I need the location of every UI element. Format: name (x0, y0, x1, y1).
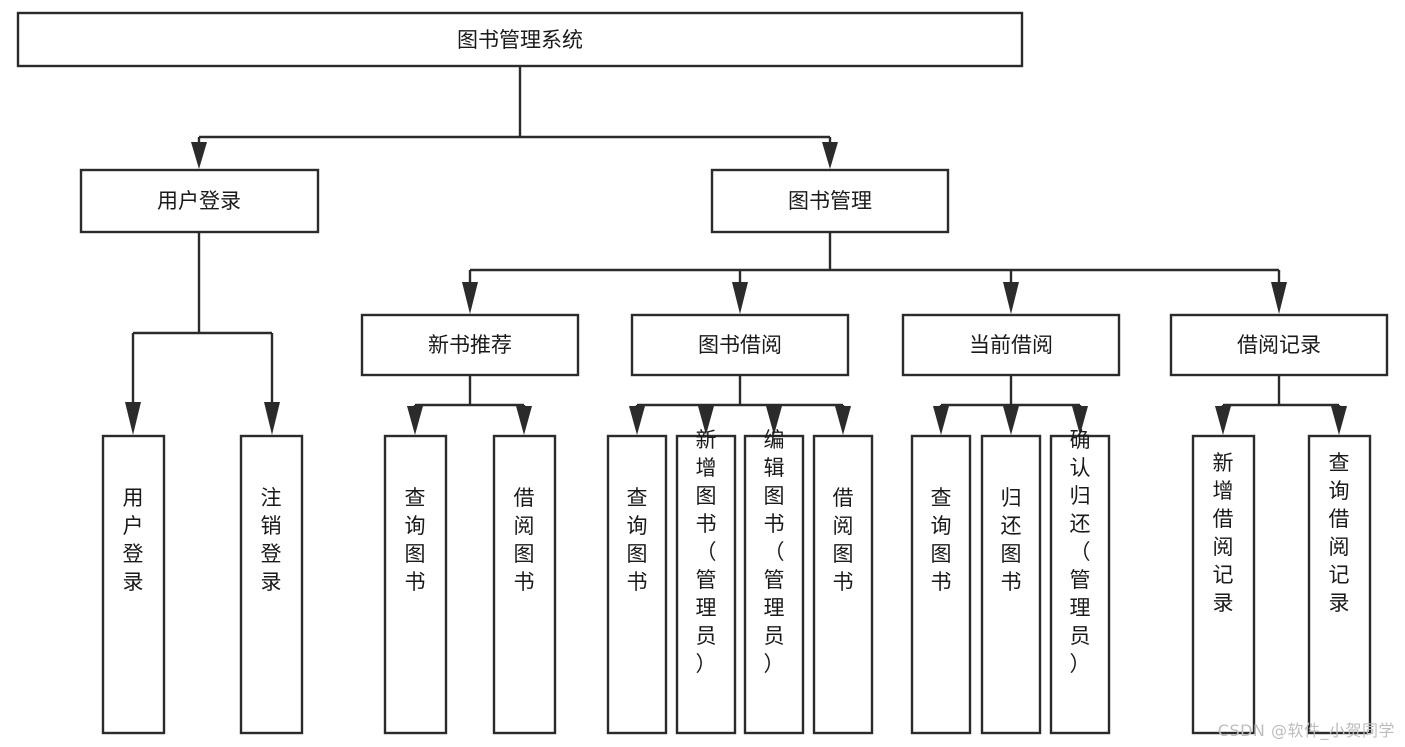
node-new-book-recommend-box[interactable] (360, 313, 580, 377)
node-book-borrow-label: 图书借阅 (698, 333, 782, 357)
leaf-borrow-record-0-box[interactable] (1191, 434, 1256, 735)
leaf-book-borrow-0-label: 查询图书 (627, 486, 648, 594)
arrow-borrow-record-leaf-0 (1215, 406, 1231, 435)
node-current-borrow-box[interactable] (901, 313, 1121, 377)
leaf-user-login-0-box[interactable] (101, 434, 166, 735)
leaf-book-borrow-3-label: 借阅图书 (833, 486, 854, 594)
node-borrow-record-box[interactable] (1169, 313, 1389, 377)
leaf-new-book-1[interactable]: 借阅图书 (492, 434, 557, 735)
leaf-book-borrow-2[interactable]: 编辑图书（管理员） (743, 428, 805, 735)
arrow-book-manage-child-2 (1003, 282, 1019, 314)
arrow-book-borrow-leaf-3 (835, 406, 851, 435)
leaf-new-book-0[interactable]: 查询图书 (383, 434, 448, 735)
leaf-user-login-1-label: 注销登录 (261, 486, 282, 594)
leaf-user-login-1[interactable]: 注销登录 (239, 434, 304, 735)
node-user-login[interactable]: 用户登录 (79, 168, 320, 234)
leaf-current-borrow-1[interactable]: 归还图书 (980, 434, 1042, 735)
node-current-borrow-label: 当前借阅 (969, 333, 1053, 357)
leaf-borrow-record-1[interactable]: 查询借阅记录 (1307, 434, 1372, 735)
arrow-current-borrow-leaf-1 (1003, 406, 1019, 435)
leaf-current-borrow-1-box[interactable] (980, 434, 1042, 735)
arrow-book-borrow-leaf-2 (766, 406, 782, 435)
leaf-book-borrow-0[interactable]: 查询图书 (606, 434, 668, 735)
leaf-user-login-0-label: 用户登录 (123, 486, 144, 594)
node-book-borrow-box[interactable] (630, 313, 850, 377)
arrow-book-manage-child-3 (1271, 282, 1287, 314)
arrow-root-to-user-login (191, 142, 207, 169)
arrow-book-manage-child-0 (462, 282, 478, 314)
leaf-current-borrow-2[interactable]: 确认归还（管理员） (1049, 428, 1111, 735)
arrow-borrow-record-leaf-1 (1331, 406, 1347, 435)
arrow-book-manage-child-1 (732, 282, 748, 314)
leaf-book-borrow-1[interactable]: 新增图书（管理员） (675, 428, 737, 735)
node-root-label: 图书管理系统 (457, 28, 583, 52)
node-user-login-label: 用户登录 (157, 189, 241, 213)
node-borrow-record[interactable]: 借阅记录 (1169, 313, 1389, 377)
leaf-new-book-0-label: 查询图书 (405, 486, 426, 594)
node-book-manage-box[interactable] (710, 168, 950, 234)
node-borrow-record-label: 借阅记录 (1237, 333, 1321, 357)
leaf-book-borrow-1-label: 新增图书（管理员） (696, 428, 717, 676)
leaf-current-borrow-0-label: 查询图书 (931, 486, 952, 594)
arrow-current-borrow-leaf-0 (933, 406, 949, 435)
arrow-book-borrow-leaf-0 (629, 406, 645, 435)
leaf-new-book-1-box[interactable] (492, 434, 557, 735)
node-new-book-recommend-label: 新书推荐 (428, 333, 512, 357)
leaf-current-borrow-0-box[interactable] (910, 434, 972, 735)
leaf-new-book-0-box[interactable] (383, 434, 448, 735)
leaf-borrow-record-1-label: 查询借阅记录 (1329, 451, 1350, 615)
leaf-borrow-record-1-box[interactable] (1307, 434, 1372, 735)
arrow-book-borrow-leaf-1 (698, 406, 714, 435)
leaf-book-borrow-3-box[interactable] (812, 434, 874, 735)
leaf-user-login-0[interactable]: 用户登录 (101, 434, 166, 735)
node-book-manage-label: 图书管理 (788, 189, 872, 213)
leaf-book-borrow-1-box[interactable] (675, 434, 737, 735)
leaf-borrow-record-0[interactable]: 新增借阅记录 (1191, 434, 1256, 735)
leaf-current-borrow-1-label: 归还图书 (1001, 486, 1022, 594)
node-new-book-recommend[interactable]: 新书推荐 (360, 313, 580, 377)
arrow-root-to-book-manage (822, 142, 838, 169)
node-root-box[interactable] (16, 11, 1024, 68)
node-root[interactable]: 图书管理系统 (16, 11, 1024, 68)
node-current-borrow[interactable]: 当前借阅 (901, 313, 1121, 377)
leaf-book-borrow-2-label: 编辑图书（管理员） (764, 428, 785, 676)
leaf-new-book-1-label: 借阅图书 (514, 486, 535, 594)
leaf-book-borrow-0-box[interactable] (606, 434, 668, 735)
leaf-current-borrow-0[interactable]: 查询图书 (910, 434, 972, 735)
edge-layer (125, 66, 1347, 435)
arrow-current-borrow-leaf-2 (1072, 406, 1088, 435)
arrow-new-book-leaf-0 (407, 406, 423, 435)
leaf-user-login-1-box[interactable] (239, 434, 304, 735)
arrow-user-login-leaf-1 (264, 402, 280, 435)
node-user-login-box[interactable] (79, 168, 320, 234)
leaf-current-borrow-2-box[interactable] (1049, 434, 1111, 735)
node-book-borrow[interactable]: 图书借阅 (630, 313, 850, 377)
leaf-current-borrow-2-label: 确认归还（管理员） (1070, 428, 1091, 676)
node-book-manage[interactable]: 图书管理 (710, 168, 950, 234)
leaf-book-borrow-2-box[interactable] (743, 434, 805, 735)
leaf-book-borrow-3[interactable]: 借阅图书 (812, 434, 874, 735)
arrow-user-login-leaf-0 (125, 402, 141, 435)
leaf-borrow-record-0-label: 新增借阅记录 (1213, 451, 1234, 615)
arrow-new-book-leaf-1 (516, 406, 532, 435)
